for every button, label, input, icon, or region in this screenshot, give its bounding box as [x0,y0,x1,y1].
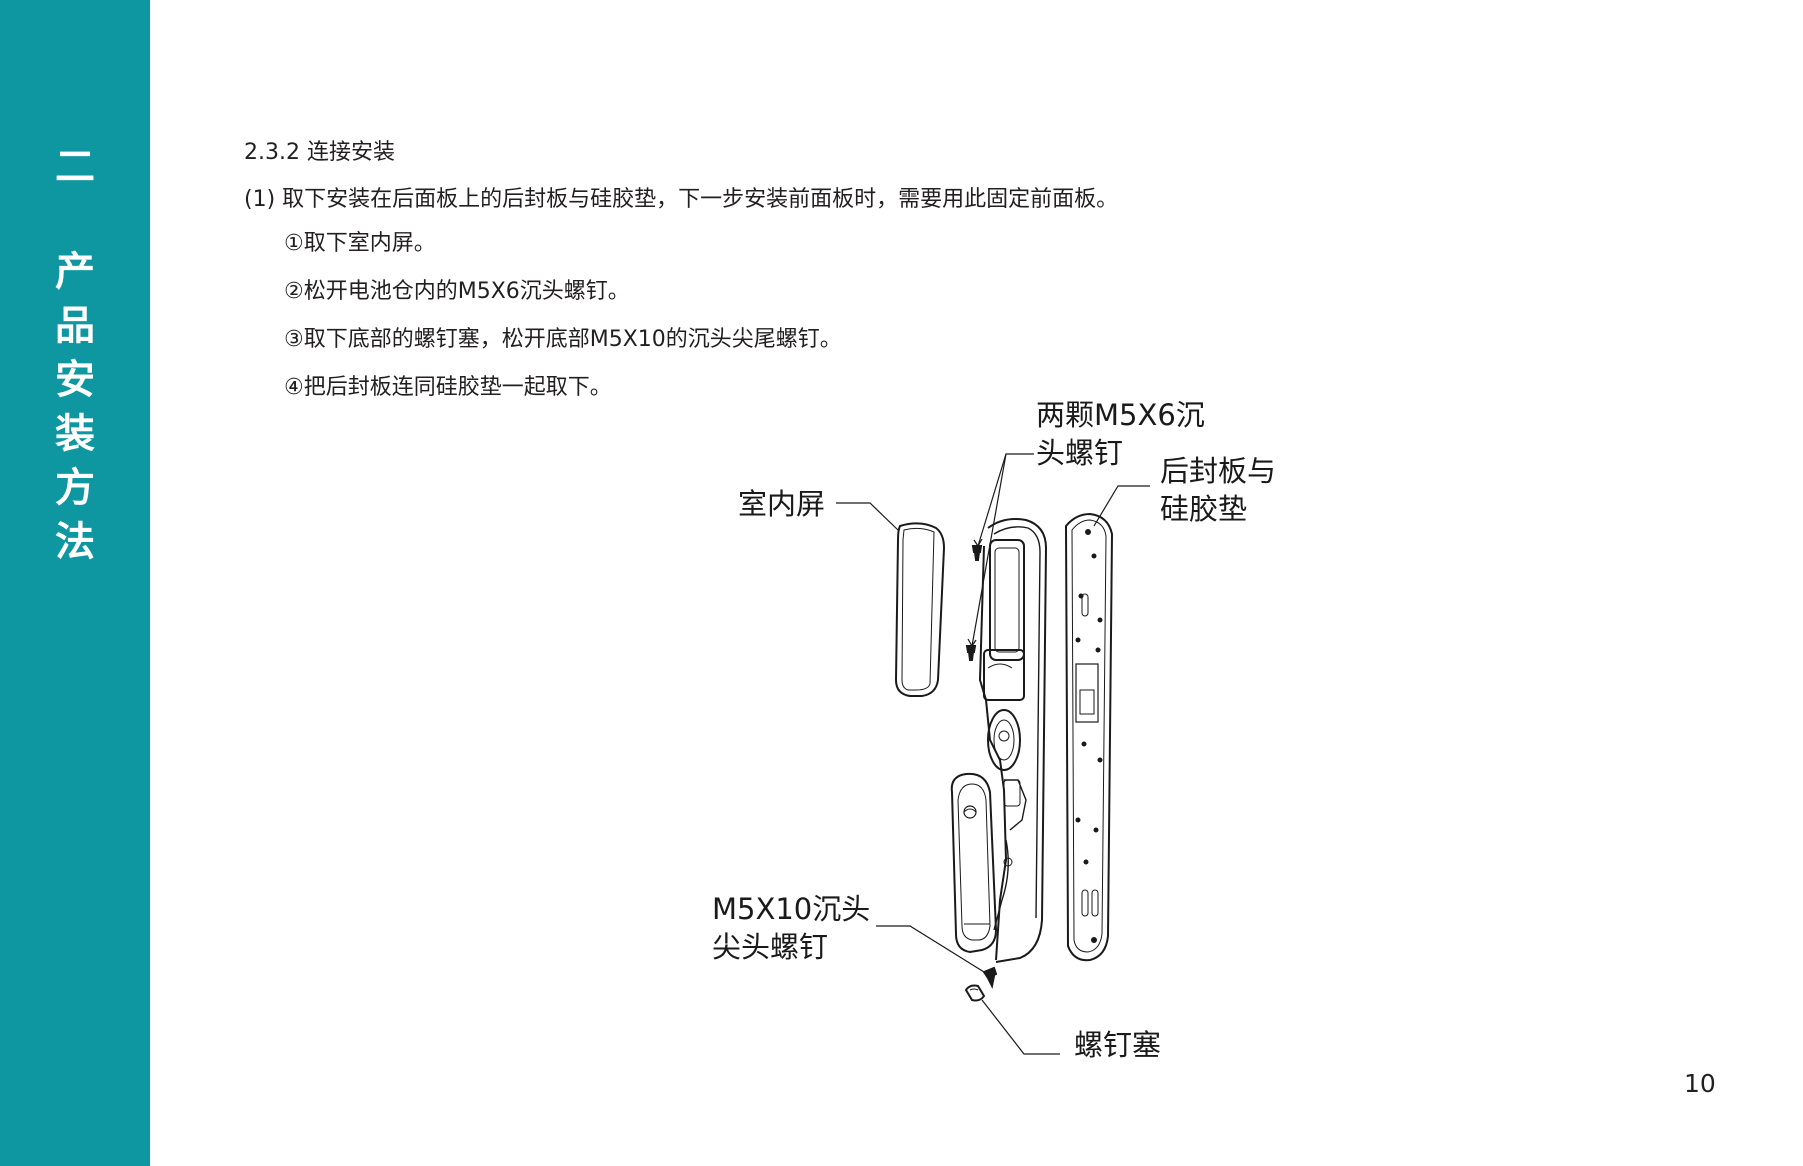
instruction-paragraph: (1) 取下安装在后面板上的后封板与硅胶垫，下一步安装前面板时，需要用此固定前面… [244,187,1119,212]
callout-line: 后封板与 [1160,454,1277,488]
chapter-title: 产 品 安 装 方 法 [0,245,150,569]
handle-part [950,772,998,954]
callout-line: M5X10沉头 [712,892,871,926]
callout-screw-plug: 螺钉塞 [1074,1026,1161,1064]
step-item: ①取下室内屏。 [284,231,436,256]
chapter-title-char: 安 [55,357,95,403]
callout-leader-lines [836,453,1150,1055]
m5x10-screw [982,966,998,990]
step-item: ③取下底部的螺钉塞，松开底部M5X10的沉头尖尾螺钉。 [284,327,842,352]
callout-bottom-screw: M5X10沉头 尖头螺钉 [712,890,870,966]
chapter-title-char: 装 [55,411,95,457]
callout-indoor-screen: 室内屏 [738,485,825,523]
step-item: ②松开电池仓内的M5X6沉头螺钉。 [284,279,630,304]
callout-line: 头螺钉 [1036,436,1124,470]
callout-line: 尖头螺钉 [712,930,829,964]
chapter-sidebar: 二 产 品 安 装 方 法 [0,0,150,1166]
callout-back-plate: 后封板与 硅胶垫 [1160,452,1276,528]
callout-line: 两颗M5X6沉 [1036,398,1205,432]
m5x6-screws [965,545,983,661]
chapter-number: 二 [55,144,95,190]
back-plate-holes [1075,529,1103,943]
step-item: ④把后封板连同硅胶垫一起取下。 [284,375,612,400]
step-list: ①取下室内屏。 ②松开电池仓内的M5X6沉头螺钉。 ③取下底部的螺钉塞，松开底部… [284,229,842,421]
indoor-screen-part [894,522,946,697]
screw-plug-part [964,984,986,1002]
chapter-title-char: 品 [55,303,95,349]
back-cover-plate-part [1064,512,1114,962]
rear-panel-part [978,518,1048,963]
section-heading: 2.3.2 连接安装 [244,140,395,165]
callout-line: 硅胶垫 [1160,492,1248,526]
chapter-title-char: 方 [55,465,95,511]
chapter-title-char: 法 [55,519,95,565]
callout-line: 螺钉塞 [1074,1028,1162,1062]
callout-two-screws: 两颗M5X6沉 头螺钉 [1036,396,1205,472]
chapter-title-char: 产 [55,249,95,295]
page-number: 10 [1684,1069,1716,1098]
callout-line: 室内屏 [738,487,826,521]
